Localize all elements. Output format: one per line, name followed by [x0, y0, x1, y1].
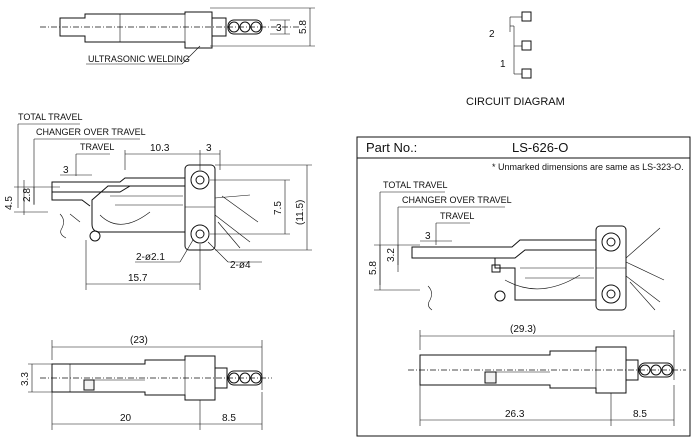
dim-15-7-label: 15.7	[128, 273, 148, 284]
terminal-1-label: 1	[500, 59, 506, 70]
panel-dim-8-5-label: 8.5	[633, 409, 647, 420]
side-view: TOTAL TRAVEL CHANGER OVER TRAVEL TRAVEL …	[4, 112, 312, 290]
dim-3-3-label: 3.3	[20, 372, 31, 386]
panel-dim-5-8-label: 5.8	[368, 261, 379, 275]
dim-2-8-label: 2.8	[22, 188, 33, 202]
total-travel-label: TOTAL TRAVEL	[18, 112, 83, 122]
unmarked-dimensions-note: * Unmarked dimensions are same as LS-323…	[492, 162, 684, 172]
dim-4-5-label: 4.5	[4, 196, 15, 210]
panel-changer-over-travel-label: CHANGER OVER TRAVEL	[402, 195, 512, 205]
top-left-view: 3 5.8 ULTRASONIC WELDING	[40, 7, 315, 65]
circuit-diagram-title: CIRCUIT DIAGRAM	[466, 96, 565, 108]
travel-label: TRAVEL	[80, 142, 114, 152]
dim-3-small-label: 3	[63, 165, 69, 176]
dim-10-3-label: 10.3	[150, 143, 170, 154]
changer-over-travel-label: CHANGER OVER TRAVEL	[36, 127, 146, 137]
dim-3-label: 3	[276, 23, 282, 34]
bottom-left-view: (23) 3.3 20 8.5	[20, 335, 272, 430]
ultrasonic-welding-callout: ULTRASONIC WELDING	[88, 54, 190, 64]
variant-panel: Part No.: LS-626-O * Unmarked dimensions…	[356, 136, 691, 437]
hole-4-label: 2-ø4	[230, 260, 251, 271]
dim-20-label: 20	[120, 413, 132, 424]
part-no-label: Part No.:	[366, 140, 417, 155]
dim-5-8-label: 5.8	[298, 20, 309, 34]
dim-3-top-label: 3	[206, 143, 212, 154]
panel-dim-26-3-label: 26.3	[505, 409, 525, 420]
part-no-value: LS-626-O	[512, 140, 568, 155]
panel-travel-label: TRAVEL	[440, 211, 474, 221]
circuit-diagram: 2 1 CIRCUIT DIAGRAM	[466, 11, 565, 108]
panel-total-travel-label: TOTAL TRAVEL	[383, 180, 448, 190]
hole-2-1-label: 2-ø2.1	[136, 252, 165, 263]
dim-8-5-label: 8.5	[222, 413, 236, 424]
panel-dim-29-3-label: (29.3)	[510, 324, 536, 335]
panel-dim-3-2-label: 3.2	[386, 248, 397, 262]
dim-23-label: (23)	[130, 335, 148, 346]
terminal-2-label: 2	[489, 29, 495, 40]
panel-dim-3-label: 3	[425, 231, 431, 242]
dim-7-5-label: 7.5	[273, 201, 284, 215]
dim-11-5-label: (11.5)	[295, 200, 306, 225]
